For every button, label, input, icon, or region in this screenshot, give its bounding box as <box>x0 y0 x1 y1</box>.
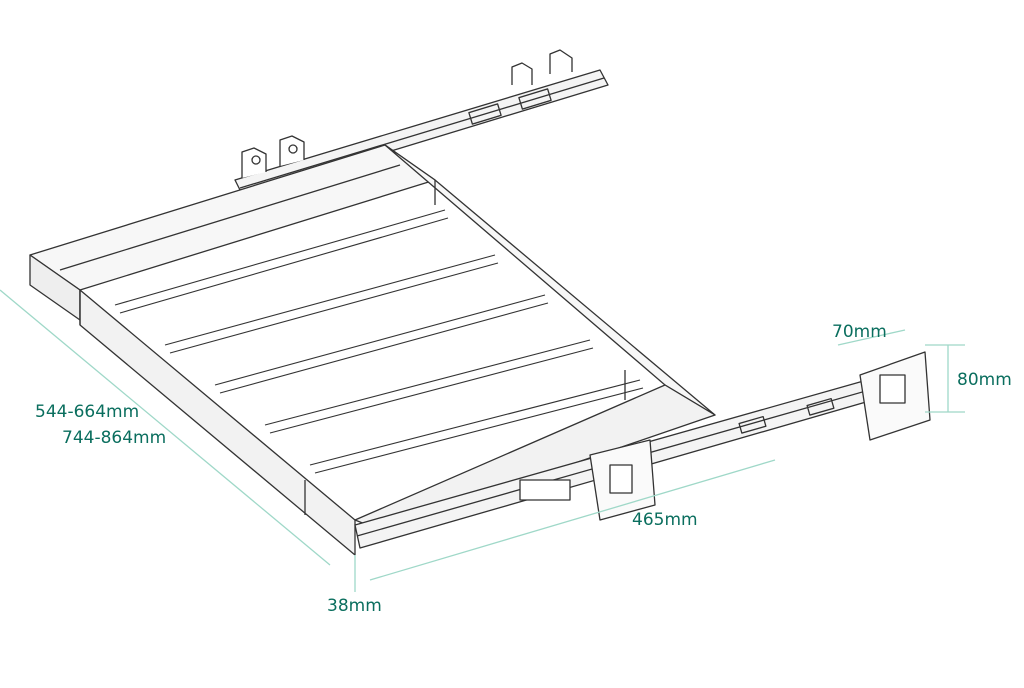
front-rail <box>354 351 931 549</box>
width-range-label-1: 544-664mm <box>35 402 140 422</box>
bracket-height-label: 80mm <box>957 370 1012 390</box>
bracket-width-label: 70mm <box>832 322 887 342</box>
dimension-lines <box>0 289 965 592</box>
support-rods <box>114 209 644 474</box>
drawer-frame <box>29 144 716 556</box>
rail-length-label: 465mm <box>632 510 698 530</box>
rail-height-label: 38mm <box>327 596 382 616</box>
width-range-label-2: 744-864mm <box>62 428 167 448</box>
